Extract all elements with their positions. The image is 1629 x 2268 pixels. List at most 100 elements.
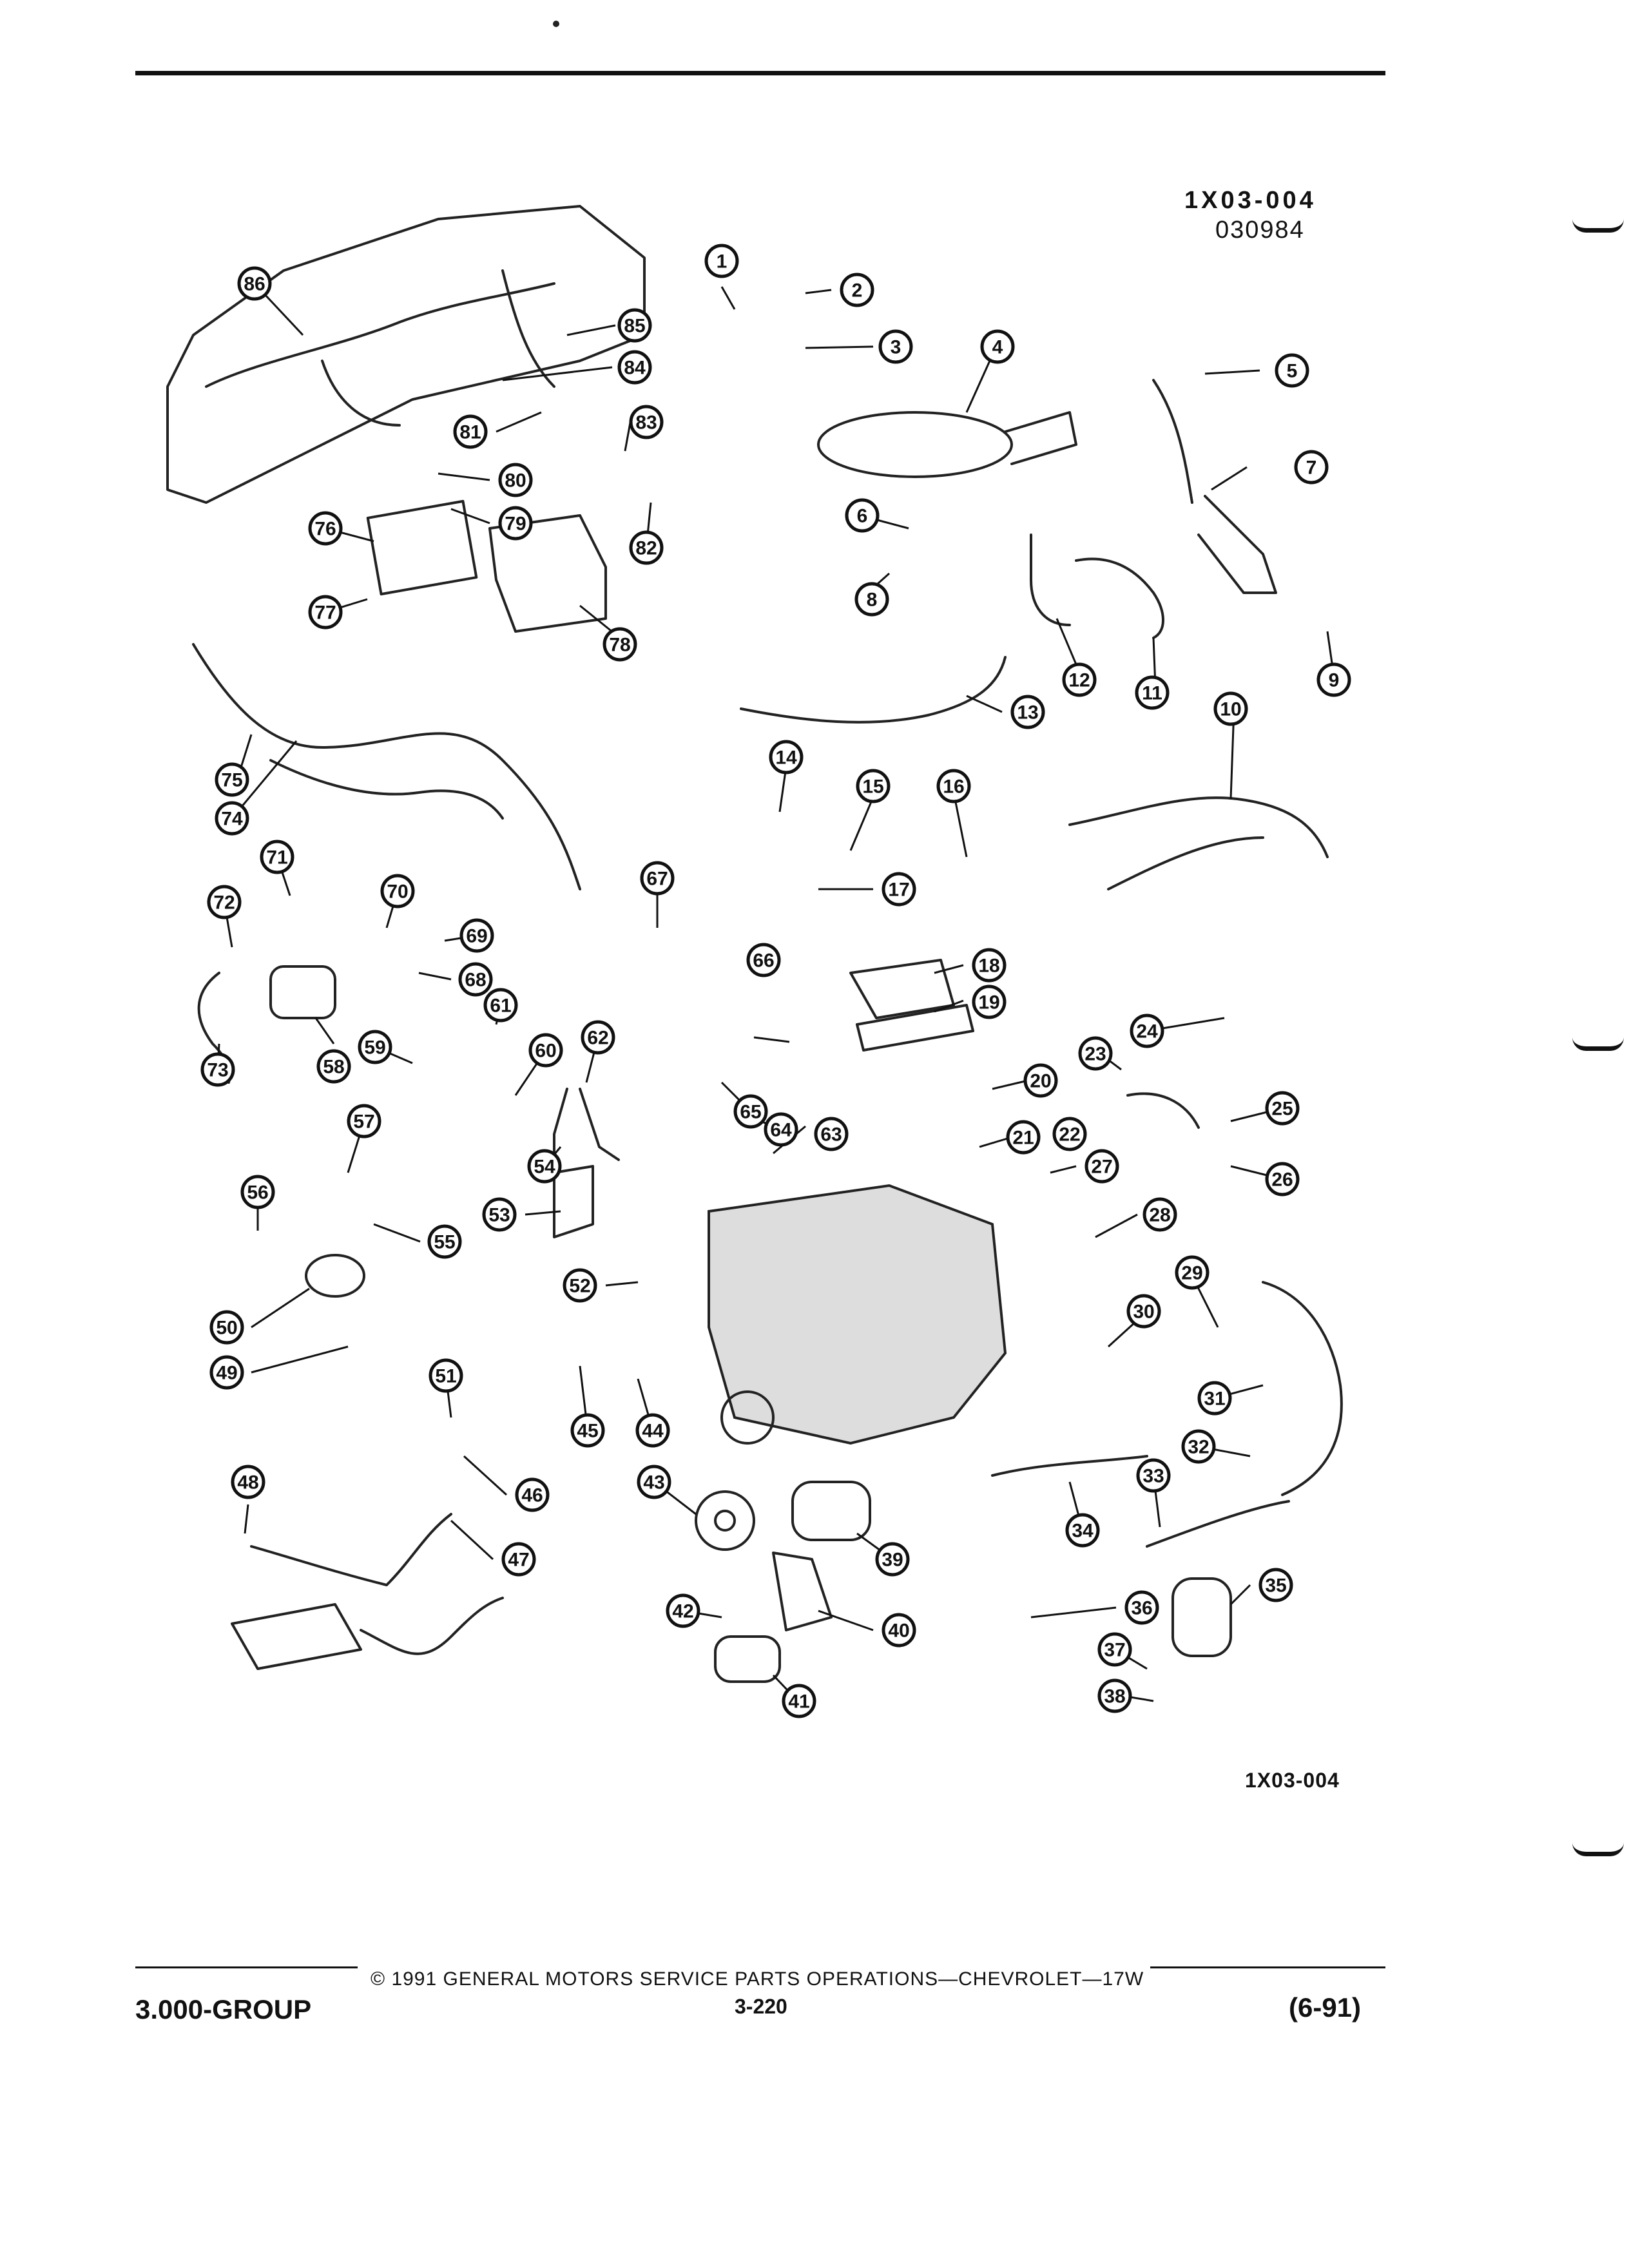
callout-circle xyxy=(617,308,652,343)
callout-circle xyxy=(1181,1429,1216,1464)
callout-circle xyxy=(629,530,664,565)
callout-30: 30 xyxy=(1126,1294,1161,1329)
callout-number: 62 xyxy=(587,1028,608,1049)
callout-24: 24 xyxy=(1130,1014,1164,1048)
callout-number: 9 xyxy=(1329,670,1340,691)
callout-19: 19 xyxy=(972,985,1007,1019)
callout-circle xyxy=(764,1112,798,1147)
binder-mark-2 xyxy=(1572,1037,1624,1051)
callout-74: 74 xyxy=(215,801,249,836)
callout-54: 54 xyxy=(527,1149,562,1184)
callout-number: 15 xyxy=(862,776,883,798)
callout-circle xyxy=(602,627,637,662)
callout-51: 51 xyxy=(429,1358,463,1393)
callout-number: 18 xyxy=(978,956,999,977)
callout-68: 68 xyxy=(458,962,493,997)
callout-circle xyxy=(840,273,874,307)
callout-number: 74 xyxy=(221,809,243,830)
callout-circle xyxy=(427,1224,462,1259)
air-cleaner-sketch xyxy=(817,411,1013,478)
callout-52: 52 xyxy=(563,1268,597,1303)
callout-circle xyxy=(635,1413,670,1448)
callout-17: 17 xyxy=(882,872,916,907)
harness-10-sketch xyxy=(1068,796,1329,890)
callout-circle xyxy=(260,840,294,874)
callout-number: 23 xyxy=(1084,1044,1106,1065)
callout-number: 25 xyxy=(1271,1099,1293,1120)
callout-circle xyxy=(617,350,652,385)
callout-41: 41 xyxy=(782,1684,816,1718)
callout-number: 58 xyxy=(323,1057,344,1078)
callout-number: 31 xyxy=(1204,1389,1225,1410)
callout-1: 1 xyxy=(704,244,739,278)
header-rule xyxy=(135,71,1385,75)
callout-number: 43 xyxy=(643,1472,664,1494)
callout-circle xyxy=(972,985,1007,1019)
callout-number: 7 xyxy=(1306,457,1317,479)
callout-21: 21 xyxy=(1006,1120,1041,1155)
callout-34: 34 xyxy=(1065,1513,1100,1548)
binder-mark-1 xyxy=(1572,219,1624,233)
canister-50-sketch xyxy=(305,1254,365,1298)
callout-22: 22 xyxy=(1052,1117,1087,1151)
callout-circle xyxy=(1142,1197,1177,1232)
harness-74-sketch xyxy=(269,759,504,820)
callout-circle xyxy=(1135,675,1170,710)
callout-77: 77 xyxy=(308,595,343,629)
callout-73: 73 xyxy=(200,1052,235,1087)
callout-circle xyxy=(237,266,272,301)
callout-31: 31 xyxy=(1197,1381,1232,1416)
callout-circle xyxy=(1275,353,1309,388)
callout-number: 56 xyxy=(247,1182,268,1204)
callout-40: 40 xyxy=(882,1613,916,1648)
callout-36: 36 xyxy=(1124,1590,1159,1625)
ecm-module-sketch xyxy=(366,499,478,596)
callout-circle xyxy=(1010,695,1045,729)
callout-circle xyxy=(563,1268,597,1303)
callout-50: 50 xyxy=(209,1310,244,1345)
callout-78: 78 xyxy=(602,627,637,662)
callout-number: 72 xyxy=(213,892,235,914)
callout-number: 40 xyxy=(888,1620,909,1642)
callout-65: 65 xyxy=(733,1094,768,1129)
callout-circle xyxy=(527,1149,562,1184)
callout-circle xyxy=(769,740,804,774)
hose-23-sketch xyxy=(1126,1092,1200,1129)
callout-circle xyxy=(570,1413,605,1448)
callout-circle xyxy=(483,988,518,1023)
callout-number: 34 xyxy=(1072,1521,1094,1542)
callout-number: 76 xyxy=(314,519,336,540)
exhaust-pipe-sketch xyxy=(231,1597,504,1670)
callout-circle xyxy=(1265,1162,1300,1196)
callout-circle xyxy=(1130,1014,1164,1048)
callout-56: 56 xyxy=(240,1175,275,1209)
callout-75: 75 xyxy=(215,762,249,797)
figure-code: 1X03-004 xyxy=(1184,187,1316,214)
callout-number: 2 xyxy=(852,280,863,302)
callout-number: 77 xyxy=(314,602,336,624)
callout-circle xyxy=(231,1465,265,1499)
callout-circle xyxy=(482,1197,517,1232)
callout-number: 32 xyxy=(1188,1437,1209,1458)
callout-8: 8 xyxy=(854,582,889,617)
callout-43: 43 xyxy=(637,1465,671,1499)
harness-33-sketch xyxy=(1146,1500,1290,1548)
callout-number: 68 xyxy=(465,970,486,991)
callout-53: 53 xyxy=(482,1197,517,1232)
figure-code-bottom: 1X03-004 xyxy=(1245,1769,1340,1792)
callout-circle xyxy=(200,1052,235,1087)
callout-number: 8 xyxy=(867,590,878,611)
callout-6: 6 xyxy=(845,498,880,533)
canister-sketch xyxy=(1171,1577,1232,1657)
callout-7: 7 xyxy=(1294,450,1329,485)
callout-number: 83 xyxy=(635,412,657,434)
callout-86: 86 xyxy=(237,266,272,301)
footer-revision: (6-91) xyxy=(1289,1992,1362,2023)
callout-48: 48 xyxy=(231,1465,265,1499)
callout-29: 29 xyxy=(1175,1255,1210,1290)
callout-10: 10 xyxy=(1213,691,1248,726)
callout-number: 86 xyxy=(244,274,265,295)
hose-11-sketch xyxy=(1075,557,1164,639)
callout-number: 61 xyxy=(490,995,511,1017)
callout-45: 45 xyxy=(570,1413,605,1448)
